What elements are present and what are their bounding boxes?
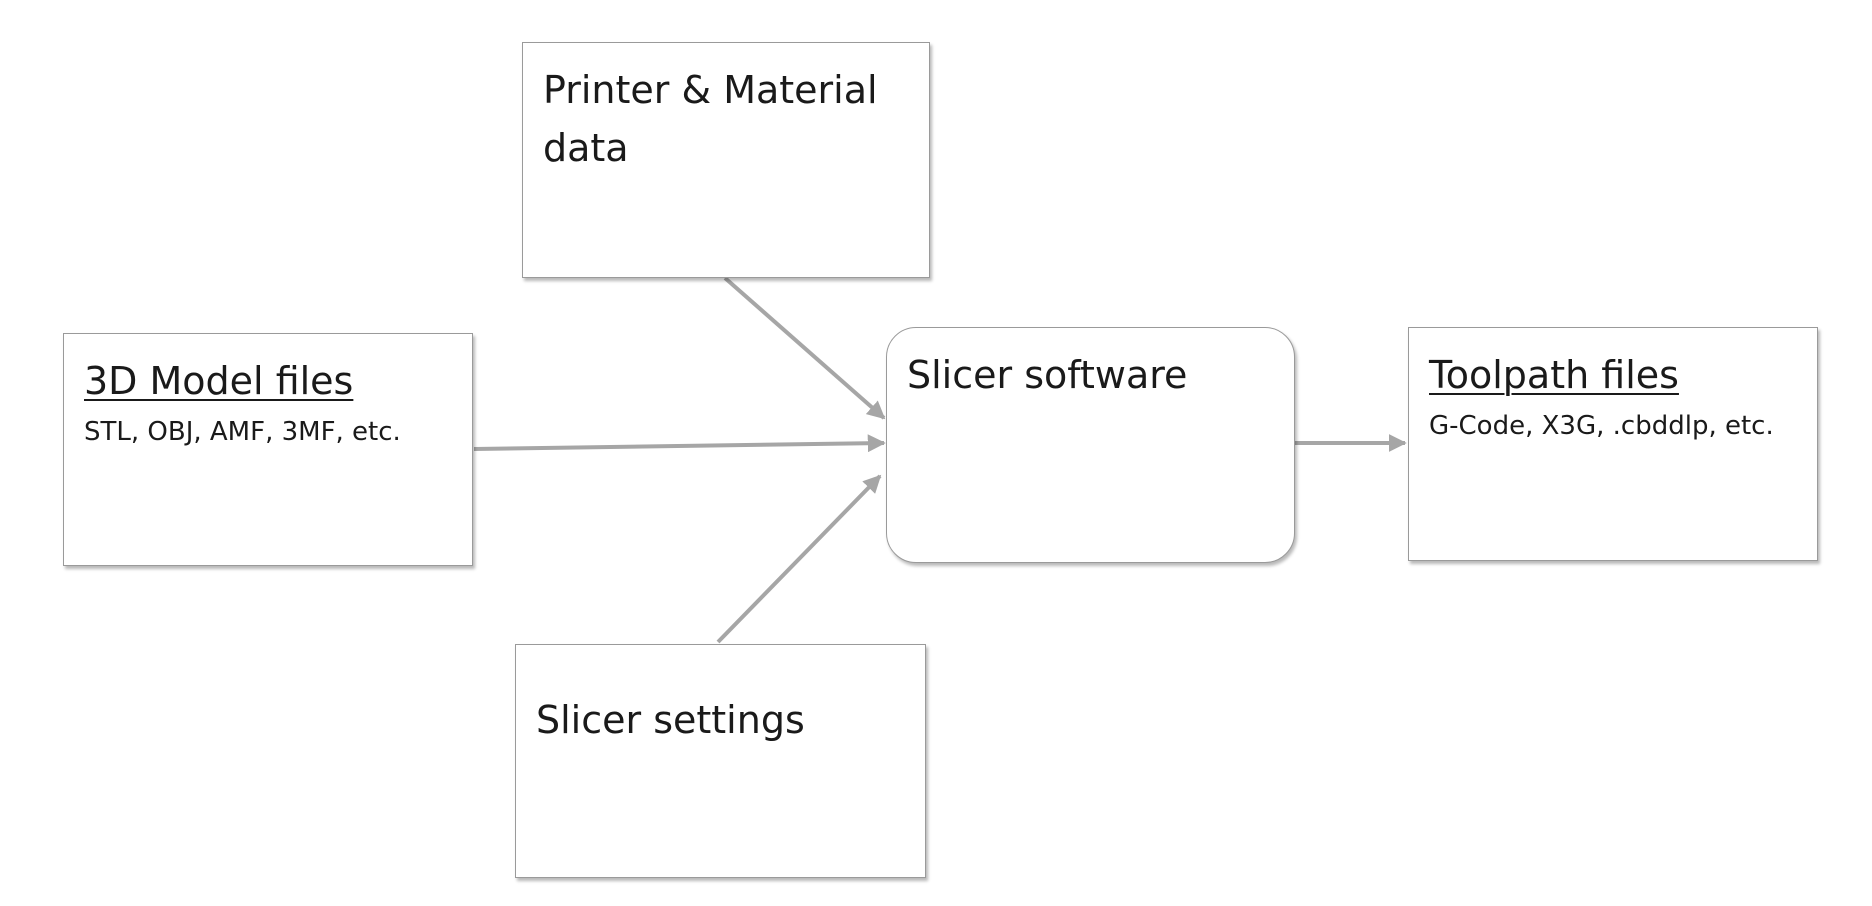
model-files-box: 3D Model files STL, OBJ, AMF, 3MF, etc.	[63, 333, 473, 566]
model-files-title: 3D Model files	[84, 359, 354, 403]
toolpath-files-title: Toolpath files	[1429, 353, 1679, 397]
model-files-formats: STL, OBJ, AMF, 3MF, etc.	[84, 417, 401, 447]
toolpath-files-box: Toolpath files G-Code, X3G, .cbddlp, etc…	[1408, 327, 1818, 561]
printer-material-box: Printer & Material data	[522, 42, 930, 278]
slicer-settings-title: Slicer settings	[536, 698, 805, 742]
arrow-settings-to-slicer	[716, 474, 882, 644]
printer-material-title: Printer & Material data	[543, 68, 878, 170]
slicer-settings-box: Slicer settings	[515, 644, 926, 878]
arrow-model-to-slicer	[473, 434, 886, 453]
arrow-printer-to-slicer	[723, 276, 886, 420]
toolpath-files-formats: G-Code, X3G, .cbddlp, etc.	[1429, 411, 1774, 441]
slicer-software-box: Slicer software	[886, 327, 1295, 563]
slicer-software-title: Slicer software	[907, 353, 1188, 397]
